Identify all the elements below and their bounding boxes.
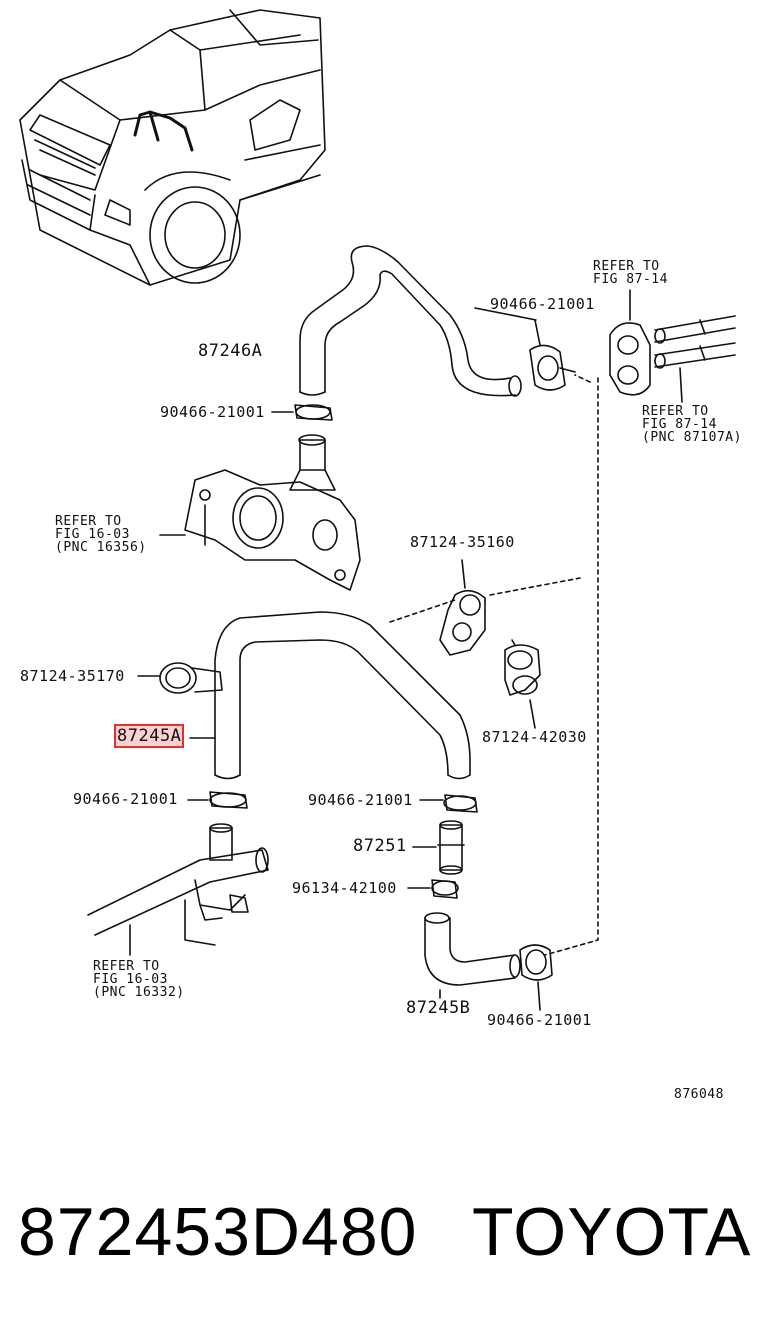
leader-87124-42030 [529, 699, 536, 729]
clamp-87124-42030 [504, 639, 541, 696]
label-90466-21001-lower-right[interactable]: 90466-21001 [487, 1011, 592, 1029]
vehicle-illustration [19, 9, 326, 286]
joint-87251 [437, 820, 465, 875]
ref-note-right: REFER TO FIG 87-14 (PNC 87107A) [642, 405, 742, 444]
ref-right-line1: REFER TO [642, 404, 709, 419]
label-87245b[interactable]: 87245B [406, 998, 471, 1018]
label-87245a[interactable]: 87245A [113, 724, 185, 748]
label-87124-42030[interactable]: 87124-42030 [482, 728, 587, 746]
grommet-assembly [609, 315, 736, 396]
brand-name: TOYOTA [472, 1194, 752, 1270]
ref-note-top: REFER TO FIG 87-14 [593, 260, 668, 286]
clamp-upper-right [529, 319, 576, 391]
engine-pipe-lower [87, 823, 269, 946]
label-96134-42100[interactable]: 96134-42100 [292, 879, 397, 897]
clamp-87124-35160 [439, 589, 486, 656]
clamp-mid-right [443, 794, 478, 813]
part-number: 872453D480 [18, 1194, 418, 1270]
ref-top-line2: FIG 87-14 [593, 272, 668, 287]
label-90466-21001-upper-right[interactable]: 90466-21001 [490, 295, 595, 313]
leader-ref-right [679, 367, 683, 403]
ref-right-line2: FIG 87-14 [642, 417, 717, 432]
clamp-96134-42100 [431, 879, 459, 899]
hose-87245b [424, 912, 521, 986]
ref-top-line1: REFER TO [593, 259, 660, 274]
ref-right-line3: (PNC 87107A) [642, 430, 742, 445]
label-90466-21001-mid-right[interactable]: 90466-21001 [308, 791, 413, 809]
leader-87124-35160 [461, 559, 466, 589]
label-90466-21001-mid-left[interactable]: 90466-21001 [73, 790, 178, 808]
label-87246a[interactable]: 87246A [198, 341, 263, 361]
diagram-number: 876048 [674, 1087, 724, 1102]
hose-87246a [299, 245, 522, 397]
clamp-87124-35170 [159, 662, 223, 694]
ref-note-bottom: REFER TO FIG 16-03 (PNC 16332) [93, 960, 185, 999]
engine-outlet-fitting [184, 434, 361, 591]
ref-left-line3: (PNC 16356) [55, 540, 147, 555]
ref-left-line2: FIG 16-03 [55, 527, 130, 542]
clamp-lower-right [519, 944, 553, 981]
clamp-mid-left [209, 791, 248, 809]
label-87251[interactable]: 87251 [353, 836, 407, 856]
dashed-guide-right [544, 377, 599, 956]
label-87124-35170[interactable]: 87124-35170 [20, 667, 125, 685]
ref-bottom-line2: FIG 16-03 [93, 972, 168, 987]
label-87124-35160[interactable]: 87124-35160 [410, 533, 515, 551]
label-87245a-text: 87245A [113, 724, 185, 748]
dashed-guide-mid [389, 599, 456, 623]
ref-bottom-line1: REFER TO [93, 959, 160, 974]
leader-lower-right-clamp [537, 981, 541, 1011]
leader-upper-right-clamp [474, 307, 537, 321]
ref-bottom-line3: (PNC 16332) [93, 985, 185, 1000]
ref-note-left: REFER TO FIG 16-03 (PNC 16356) [55, 515, 147, 554]
clamp-upper-left [294, 404, 333, 421]
label-90466-21001-upper-left[interactable]: 90466-21001 [160, 403, 265, 421]
hose-87245a [214, 611, 471, 780]
ref-left-line1: REFER TO [55, 514, 122, 529]
